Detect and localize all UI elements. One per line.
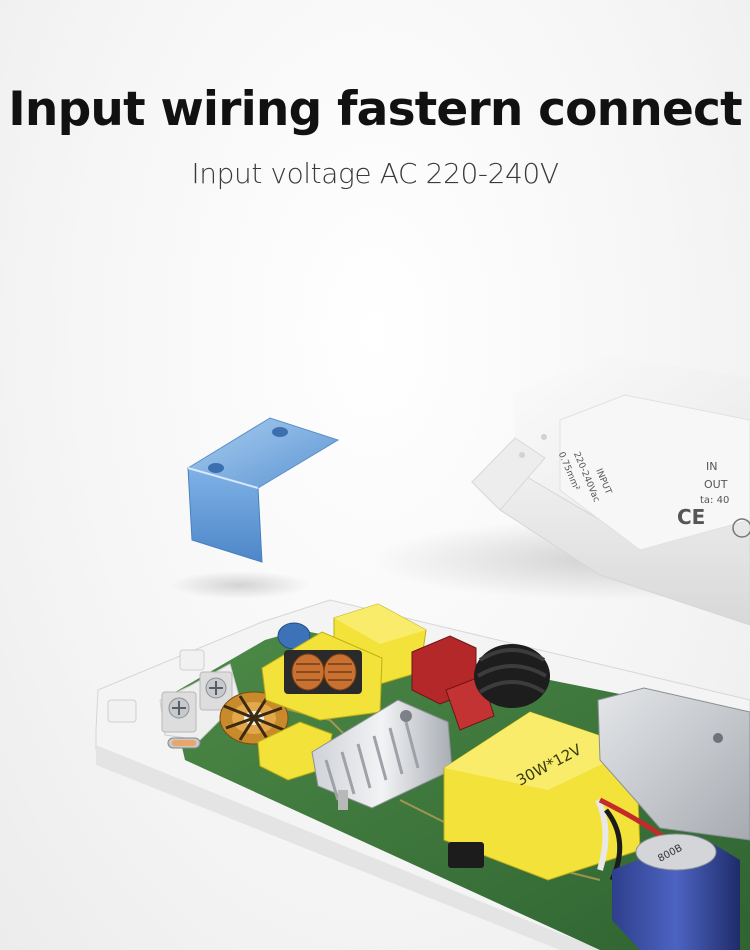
heatsink (311, 699, 453, 809)
fuse (167, 737, 201, 749)
input-transformer (261, 631, 383, 721)
heatsink-screw-icon (400, 710, 412, 722)
cover-label-partial-3: ta: 40 (700, 495, 729, 506)
enclosure-cover: INPUT 220-240Vac 0.75mm² IN OUT ta: 40 C… (471, 355, 750, 626)
wire (595, 798, 609, 871)
cover-label-partial-2: OUT (704, 478, 728, 491)
clip-shadow (170, 571, 310, 599)
clamp-hole (272, 427, 288, 437)
electrolytic-capacitor: 800B (612, 833, 740, 950)
shield-screw-icon (713, 733, 723, 743)
choke-inductor (474, 644, 550, 708)
subheadline: Input voltage AC 220-240V (191, 157, 559, 190)
metal-shield (597, 687, 750, 841)
terminal-block (107, 649, 241, 741)
headline: Input wiring fastern connect (8, 82, 742, 137)
component-lead (338, 790, 348, 810)
wire-clamp-cover (186, 417, 340, 563)
toroidal-inductor (219, 691, 289, 745)
ce-mark-icon: CE (677, 505, 705, 529)
cover-label-partial-1: IN (706, 460, 717, 473)
clamp-hole (208, 463, 224, 473)
certification-icon (732, 518, 750, 538)
rectifier-component (448, 842, 484, 868)
output-transformer: 30W*12V (443, 711, 641, 881)
